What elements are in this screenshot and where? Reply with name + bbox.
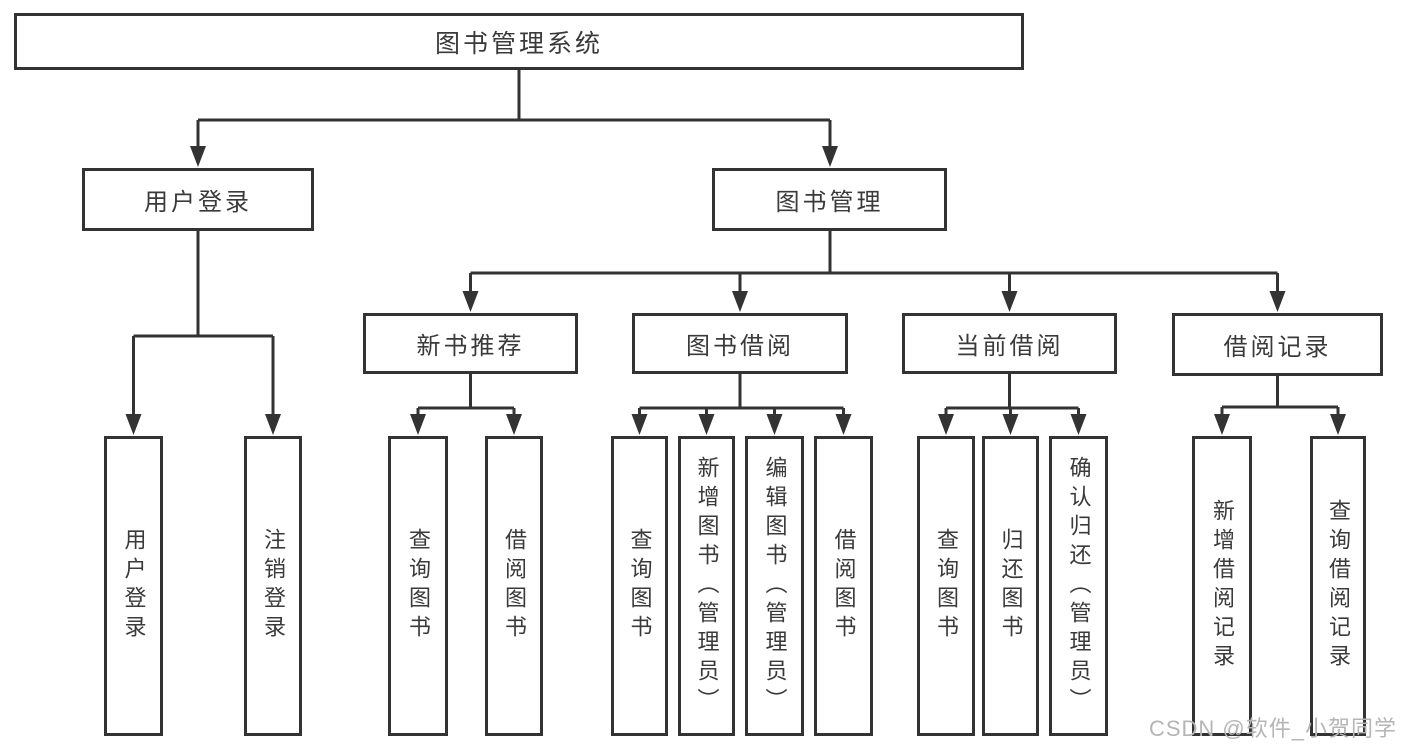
node-current-borrowing: 当前借阅 [902, 313, 1117, 374]
node-leaf-logout: 注销登录 [244, 436, 302, 736]
node-label: 归还图书 [998, 528, 1024, 644]
node-leaf-user-login: 用户登录 [104, 436, 163, 736]
node-label: 当前借阅 [955, 333, 1064, 360]
node-label: 借阅图书 [831, 528, 857, 644]
node-label: 用户登录 [121, 528, 147, 644]
node-book-borrowing: 图书借阅 [632, 313, 848, 374]
node-label: 编辑图书（管理员） [762, 455, 788, 717]
node-label: 新增图书（管理员） [694, 455, 720, 717]
node-leaf-add-books-admin: 新增图书（管理员） [678, 436, 735, 736]
node-label: 注销登录 [261, 528, 286, 644]
node-label: 查询图书 [934, 528, 959, 644]
node-label: 确认归还（管理员） [1066, 455, 1092, 717]
node-label: 图书管理系统 [434, 29, 603, 58]
node-label: 查询借阅记录 [1326, 499, 1351, 673]
node-leaf-query-books-borrow: 查询图书 [611, 436, 668, 736]
node-leaf-query-borrow-record: 查询借阅记录 [1310, 436, 1366, 736]
node-label: 查询图书 [627, 528, 653, 644]
node-leaf-confirm-return-admin: 确认归还（管理员） [1049, 436, 1108, 736]
node-book-management-module: 图书管理 [712, 168, 947, 231]
node-leaf-query-books-current: 查询图书 [917, 436, 975, 736]
csdn-watermark: CSDN @软件_小贺同学 [1148, 716, 1397, 741]
node-label: 查询图书 [406, 528, 431, 644]
node-label: 新书推荐 [416, 333, 525, 360]
node-label: 新增借阅记录 [1210, 499, 1235, 673]
node-label: 图书管理 [775, 189, 884, 216]
node-label: 用户登录 [144, 189, 252, 216]
node-library-management-system: 图书管理系统 [14, 13, 1024, 70]
node-leaf-borrow-books-recommend: 借阅图书 [485, 436, 543, 736]
node-leaf-add-borrow-record: 新增借阅记录 [1192, 436, 1252, 736]
node-user-login-module: 用户登录 [82, 168, 314, 231]
node-leaf-edit-books-admin: 编辑图书（管理员） [745, 436, 804, 736]
node-leaf-query-books-recommend: 查询图书 [388, 436, 448, 736]
node-label: 图书借阅 [686, 333, 794, 360]
node-label: 借阅记录 [1223, 334, 1332, 361]
node-new-book-recommendation: 新书推荐 [363, 313, 578, 374]
node-label: 借阅图书 [502, 528, 527, 644]
arrowheads [125, 146, 1346, 435]
node-leaf-borrow-books: 借阅图书 [814, 436, 873, 736]
node-borrowing-records: 借阅记录 [1172, 313, 1383, 376]
node-leaf-return-books: 归还图书 [982, 436, 1039, 736]
